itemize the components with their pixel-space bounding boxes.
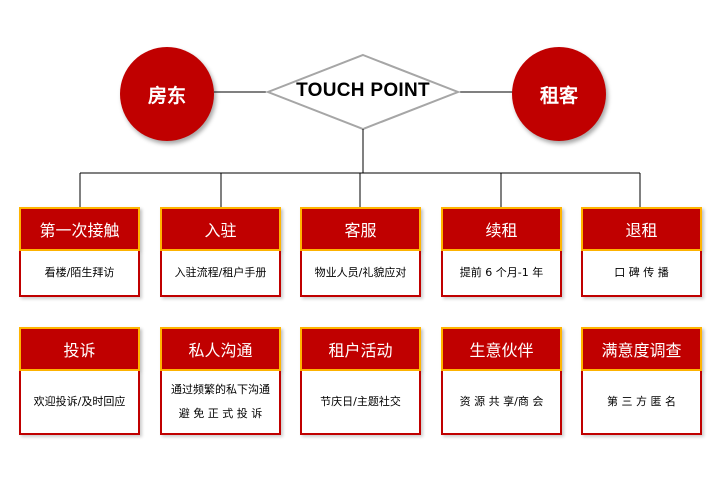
card-title: 退租 (581, 207, 702, 251)
touchpoint-card: 生意伙伴 资 源 共 享/商 会 (441, 327, 562, 435)
card-title: 生意伙伴 (441, 327, 562, 371)
card-body: 通过频繁的私下沟通 避 免 正 式 投 诉 (160, 371, 281, 435)
card-text: 物业人员/礼貌应对 (314, 266, 407, 279)
card-title: 私人沟通 (160, 327, 281, 371)
touchpoint-card: 续租 提前 6 个月-1 年 (441, 207, 562, 297)
card-title: 租户活动 (300, 327, 421, 371)
touchpoint-card: 入驻 入驻流程/租户手册 (160, 207, 281, 297)
card-title: 入驻 (160, 207, 281, 251)
card-text: 资 源 共 享/商 会 (459, 395, 544, 408)
card-body: 入驻流程/租户手册 (160, 251, 281, 297)
card-text: 节庆日/主题社交 (320, 395, 401, 408)
card-body: 欢迎投诉/及时回应 (19, 371, 140, 435)
touchpoint-card: 私人沟通 通过频繁的私下沟通 避 免 正 式 投 诉 (160, 327, 281, 435)
card-text: 看楼/陌生拜访 (44, 266, 115, 279)
card-body: 物业人员/礼貌应对 (300, 251, 421, 297)
card-body: 节庆日/主题社交 (300, 371, 421, 435)
card-text: 提前 6 个月-1 年 (459, 266, 544, 279)
tenant-circle: 租客 (512, 47, 606, 141)
landlord-label: 房东 (147, 84, 186, 107)
card-body: 提前 6 个月-1 年 (441, 251, 562, 297)
card-title: 客服 (300, 207, 421, 251)
card-body: 第 三 方 匿 名 (581, 371, 702, 435)
card-text: 避 免 正 式 投 诉 (178, 407, 263, 420)
card-title: 第一次接触 (19, 207, 140, 251)
tenant-label: 租客 (539, 84, 578, 107)
touchpoint-card: 第一次接触 看楼/陌生拜访 (19, 207, 140, 297)
card-body: 看楼/陌生拜访 (19, 251, 140, 297)
card-text: 入驻流程/租户手册 (174, 266, 267, 279)
card-text: 欢迎投诉/及时回应 (33, 395, 126, 408)
card-text: 第 三 方 匿 名 (607, 395, 676, 408)
card-title: 满意度调查 (581, 327, 702, 371)
touchpoint-card: 满意度调查 第 三 方 匿 名 (581, 327, 702, 435)
card-title: 投诉 (19, 327, 140, 371)
card-body: 口 碑 传 播 (581, 251, 702, 297)
landlord-circle: 房东 (120, 47, 214, 141)
card-title: 续租 (441, 207, 562, 251)
touch-point-label: TOUCH POINT (296, 80, 430, 101)
card-text: 口 碑 传 播 (614, 266, 669, 279)
touchpoint-card: 投诉 欢迎投诉/及时回应 (19, 327, 140, 435)
card-body: 资 源 共 享/商 会 (441, 371, 562, 435)
touchpoint-card: 退租 口 碑 传 播 (581, 207, 702, 297)
touchpoint-card: 租户活动 节庆日/主题社交 (300, 327, 421, 435)
touchpoint-card: 客服 物业人员/礼貌应对 (300, 207, 421, 297)
card-text: 通过频繁的私下沟通 (171, 383, 270, 396)
